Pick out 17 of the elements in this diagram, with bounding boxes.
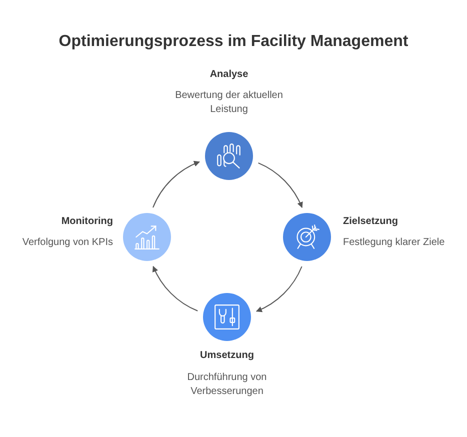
curved-arrow bbox=[152, 266, 198, 312]
step-title: Zielsetzung bbox=[343, 216, 398, 228]
step-description: Durchführung von Verbesserungen bbox=[186, 371, 268, 399]
curved-arrow bbox=[152, 161, 200, 208]
step-circle bbox=[203, 293, 251, 341]
step-description: Festlegung klarer Ziele bbox=[343, 236, 445, 250]
step-description: Verfolgung von KPIs bbox=[22, 236, 113, 250]
step-circle bbox=[123, 213, 171, 261]
step-title: Analyse bbox=[208, 69, 250, 81]
step-circle bbox=[283, 213, 331, 261]
curved-arrow bbox=[258, 162, 302, 208]
step-title: Umsetzung bbox=[199, 350, 255, 362]
curved-arrow bbox=[256, 266, 302, 312]
step-circle bbox=[205, 132, 253, 180]
step-title: Monitoring bbox=[61, 216, 113, 228]
diagram-title: Optimierungsprozess im Facility Management bbox=[58, 33, 410, 51]
step-description: Bewertung der aktuellen Leistung bbox=[174, 89, 284, 117]
